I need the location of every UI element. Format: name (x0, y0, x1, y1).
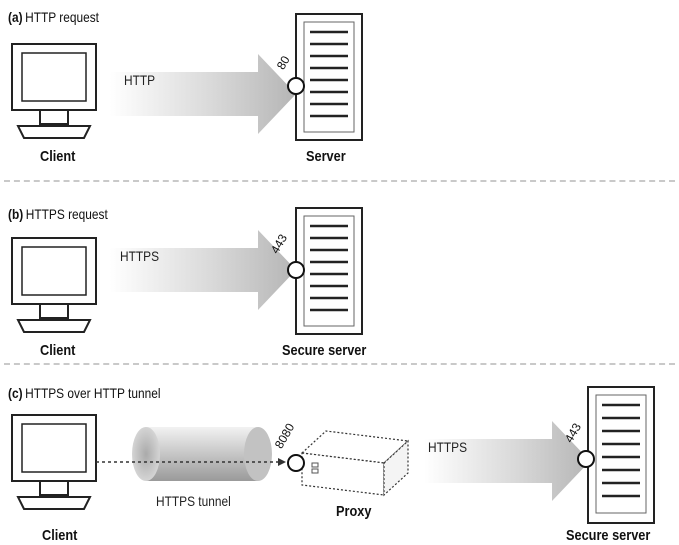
port-circle-icon (287, 77, 305, 95)
server-icon (295, 13, 363, 141)
secure-server-icon (587, 386, 655, 524)
http-arrow (110, 54, 296, 134)
proxy-port-circle-icon (287, 454, 305, 472)
client-computer-icon (11, 414, 97, 510)
panel-caption: (b)HTTPS request (8, 206, 108, 222)
server-label: Secure server (282, 342, 367, 359)
https-tunnel-tube (132, 427, 272, 481)
port-circle-icon (287, 261, 305, 279)
section-divider (4, 180, 675, 182)
panel-https-over-http-tunnel: (c)HTTPS over HTTP tunnel Client HTTPS t… (0, 363, 679, 545)
protocol-label: HTTPS (120, 248, 160, 264)
panel-letter: (a) (8, 9, 23, 25)
panel-caption: (c)HTTPS over HTTP tunnel (8, 385, 160, 401)
panel-letter: (c) (8, 385, 23, 401)
panel-caption-text: HTTPS request (25, 206, 108, 222)
server-label: Server (306, 148, 346, 165)
https-arrow (424, 421, 590, 501)
secure-server-icon (295, 207, 363, 335)
panel-http-request: (a)HTTP request Client HTTP 80 Server (0, 0, 679, 180)
client-label: Client (40, 148, 76, 165)
port-circle-icon (577, 450, 595, 468)
panel-caption: (a)HTTP request (8, 9, 99, 25)
proxy-label: Proxy (336, 503, 372, 520)
client-computer-icon (11, 43, 97, 139)
protocol-label: HTTPS (428, 439, 468, 455)
section-divider (4, 363, 675, 365)
panel-https-request: (b)HTTPS request Client HTTPS 443 Secure… (0, 180, 679, 363)
client-label: Client (42, 527, 78, 544)
panel-caption-text: HTTP request (25, 9, 99, 25)
proxy-icon (300, 430, 410, 497)
tunnel-label: HTTPS tunnel (156, 493, 231, 509)
client-computer-icon (11, 237, 97, 333)
server-label: Secure server (566, 527, 651, 544)
https-arrow (110, 230, 296, 310)
panel-caption-text: HTTPS over HTTP tunnel (25, 385, 161, 401)
protocol-label: HTTP (124, 72, 156, 88)
panel-letter: (b) (8, 206, 24, 222)
tunnel-connection-line (96, 458, 286, 466)
client-label: Client (40, 342, 76, 359)
